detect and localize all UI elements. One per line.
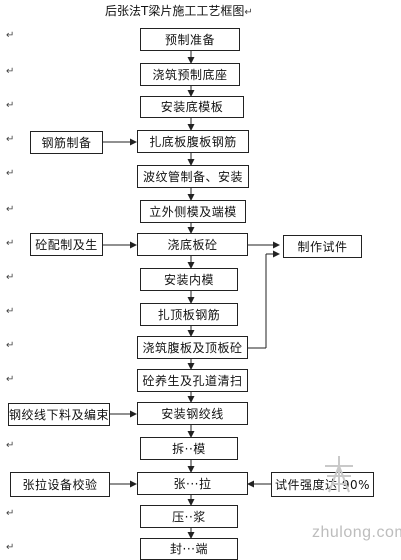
return-mark: ↵ <box>6 66 15 77</box>
step-remove-forms: 拆··模 <box>140 437 238 460</box>
return-mark: ↵ <box>6 440 15 451</box>
side-tension-calibration: 张拉设备校验 <box>10 472 110 497</box>
return-mark: ↵ <box>6 542 15 553</box>
step-duct-install: 波纹管制备、安装 <box>137 165 249 188</box>
step-bottom-web-rebar: 扎底板腹板钢筋 <box>137 130 249 153</box>
side-make-specimen: 制作试件 <box>283 235 362 258</box>
side-specimen-strength: 试件强度达 90% <box>271 472 374 497</box>
step-seal-end: 封···端 <box>140 538 238 560</box>
return-mark: ↵ <box>6 306 15 317</box>
step-cast-base: 浇筑预制底座 <box>140 63 240 86</box>
step-prefab-prep: 预制准备 <box>140 28 240 51</box>
step-tension: 张···拉 <box>137 472 248 495</box>
return-mark: ↵ <box>6 374 15 385</box>
return-mark: ↵ <box>6 272 15 283</box>
side-concrete-mix: 砼配制及生 <box>30 233 103 256</box>
watermark-text: zhulong.com <box>312 524 401 541</box>
return-mark: ↵ <box>6 100 15 111</box>
return-mark: ↵ <box>6 30 15 41</box>
side-strand-cut-bundle: 钢绞线下料及编束 <box>8 403 110 426</box>
step-grout: 压··浆 <box>140 505 238 528</box>
return-mark: ↵ <box>6 168 15 179</box>
step-pour-bottom-slab: 浇底板砼 <box>137 233 248 256</box>
step-install-bottom-form: 安装底模板 <box>140 96 244 118</box>
return-mark: ↵ <box>6 340 15 351</box>
return-mark: ↵ <box>6 238 15 249</box>
step-install-strand: 安装钢绞线 <box>137 402 248 425</box>
step-pour-web-top: 浇筑腹板及顶板砼 <box>137 336 248 359</box>
return-mark: ↵ <box>6 134 15 145</box>
step-outer-end-forms: 立外侧模及端模 <box>140 200 246 223</box>
diagram-title: 后张法T梁片施工工艺框图↵ <box>105 4 253 18</box>
return-mark: ↵ <box>6 508 15 519</box>
step-install-inner-form: 安装内模 <box>140 268 238 291</box>
step-cure-clean: 砼养生及孔道清扫 <box>137 369 248 392</box>
return-mark: ↵ <box>6 204 15 215</box>
side-rebar-prep: 钢筋制备 <box>30 131 103 154</box>
watermark-logo-icon <box>325 456 353 493</box>
step-top-slab-rebar: 扎顶板钢筋 <box>140 303 238 326</box>
